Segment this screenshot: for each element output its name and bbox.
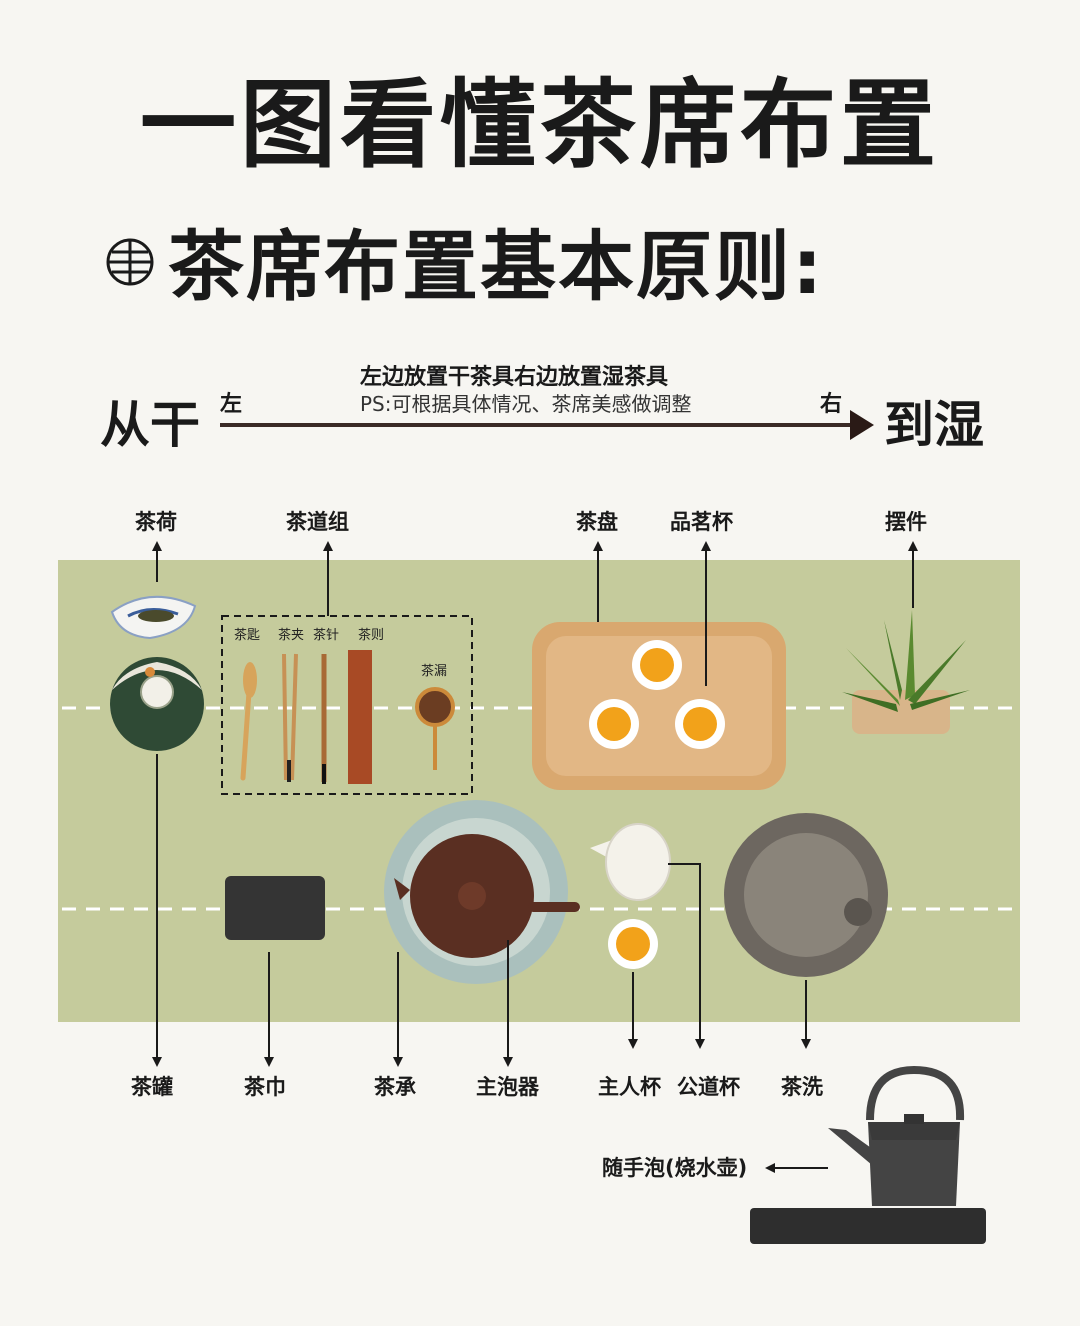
arrow-gong-dao-bei bbox=[668, 863, 705, 1049]
tea-tools-box bbox=[221, 615, 473, 795]
tea-jar-icon bbox=[110, 657, 204, 751]
label-cha-zhen: 茶针 bbox=[313, 628, 340, 643]
placement-rule: 左边放置干茶具右边放置湿茶具 bbox=[360, 365, 669, 390]
dry-to-wet-arrow bbox=[220, 410, 874, 440]
label-cha-pan: 茶盘 bbox=[576, 510, 618, 534]
tea-tongs-icon bbox=[282, 653, 298, 782]
right-label: 右 bbox=[820, 392, 843, 417]
ornament-plant-icon bbox=[842, 610, 970, 734]
label-cha-ze: 茶则 bbox=[358, 628, 385, 643]
placement-note: PS:可根据具体情况、茶席美感做调整 bbox=[360, 392, 692, 416]
subtitle: 茶席布置基本原则: bbox=[168, 222, 825, 311]
kettle-icon bbox=[750, 1065, 986, 1244]
label-zhu-ren-bei: 主人杯 bbox=[598, 1075, 661, 1099]
label-cha-jin: 茶巾 bbox=[244, 1075, 286, 1099]
label-cha-jia: 茶夹 bbox=[278, 628, 305, 643]
to-wet-label: 到湿 bbox=[884, 396, 984, 454]
label-pin-ming-bei: 品茗杯 bbox=[670, 510, 733, 534]
fair-cup-icon bbox=[590, 823, 671, 901]
left-label: 左 bbox=[220, 392, 243, 417]
tea-washer-icon bbox=[724, 813, 888, 977]
label-cha-chi: 茶匙 bbox=[234, 628, 261, 643]
label-cha-he: 茶荷 bbox=[135, 510, 177, 534]
label-cha-guan: 茶罐 bbox=[131, 1075, 173, 1099]
label-kettle: 随手泡(烧水壶) bbox=[602, 1156, 748, 1180]
from-dry-label: 从干 bbox=[100, 396, 200, 454]
label-cha-cheng: 茶承 bbox=[374, 1075, 416, 1099]
label-cha-xi: 茶洗 bbox=[781, 1075, 823, 1099]
label-cha-lou: 茶漏 bbox=[421, 664, 448, 679]
label-cha-dao-zu: 茶道组 bbox=[286, 510, 349, 534]
tea-scoop-icon bbox=[240, 662, 257, 781]
main-title: 一图看懂茶席布置 bbox=[140, 69, 940, 181]
tea-spoon-holder-icon bbox=[348, 650, 372, 784]
tasting-cup-icon bbox=[589, 640, 725, 749]
logo-icon bbox=[104, 228, 156, 300]
tea-towel-icon bbox=[225, 876, 325, 940]
host-cup-icon bbox=[608, 919, 658, 969]
label-zhu-pao-qi: 主泡器 bbox=[476, 1075, 539, 1099]
tea-strainer-icon bbox=[415, 687, 455, 770]
label-gong-dao-bei: 公道杯 bbox=[677, 1075, 740, 1099]
label-bai-jian: 摆件 bbox=[885, 510, 927, 534]
teapot-icon bbox=[394, 834, 580, 958]
tea-holder-icon bbox=[110, 595, 197, 640]
